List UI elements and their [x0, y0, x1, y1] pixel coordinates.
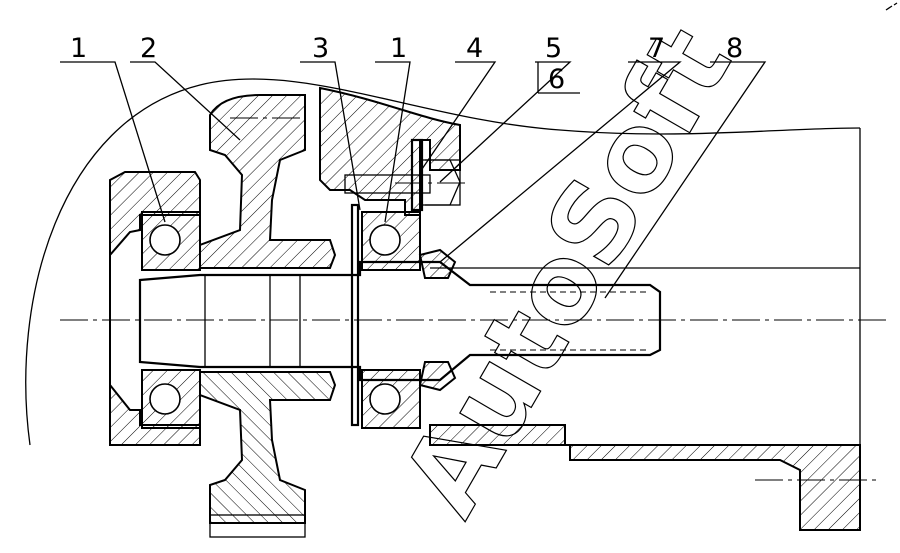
- end-cap: [109, 171, 201, 446]
- leader-label-5: 5: [545, 33, 562, 64]
- leader-label-6: 6: [548, 64, 565, 95]
- housing-break-outline: [25, 78, 861, 446]
- leader-label-2: 2: [140, 33, 157, 64]
- leader-label-4: 4: [466, 33, 483, 64]
- leader-label-8: 8: [726, 33, 743, 64]
- housing-upper-section: [319, 86, 461, 216]
- bolt-shank: [344, 174, 431, 194]
- impeller: [199, 94, 337, 269]
- leader-label-7: 7: [648, 33, 665, 64]
- oil-seal-lower: [418, 361, 457, 392]
- corner-mark: [885, 2, 898, 11]
- leader-label-1b: 1: [390, 33, 407, 64]
- shaft: [138, 260, 662, 382]
- leader-label-1: 1: [70, 33, 87, 64]
- leader-label-3: 3: [312, 33, 329, 64]
- impeller-lower: [199, 371, 337, 524]
- retaining-ring: [350, 203, 360, 427]
- leader-lines: [60, 61, 767, 299]
- washer: [410, 138, 424, 212]
- housing-lower-section: [429, 424, 861, 531]
